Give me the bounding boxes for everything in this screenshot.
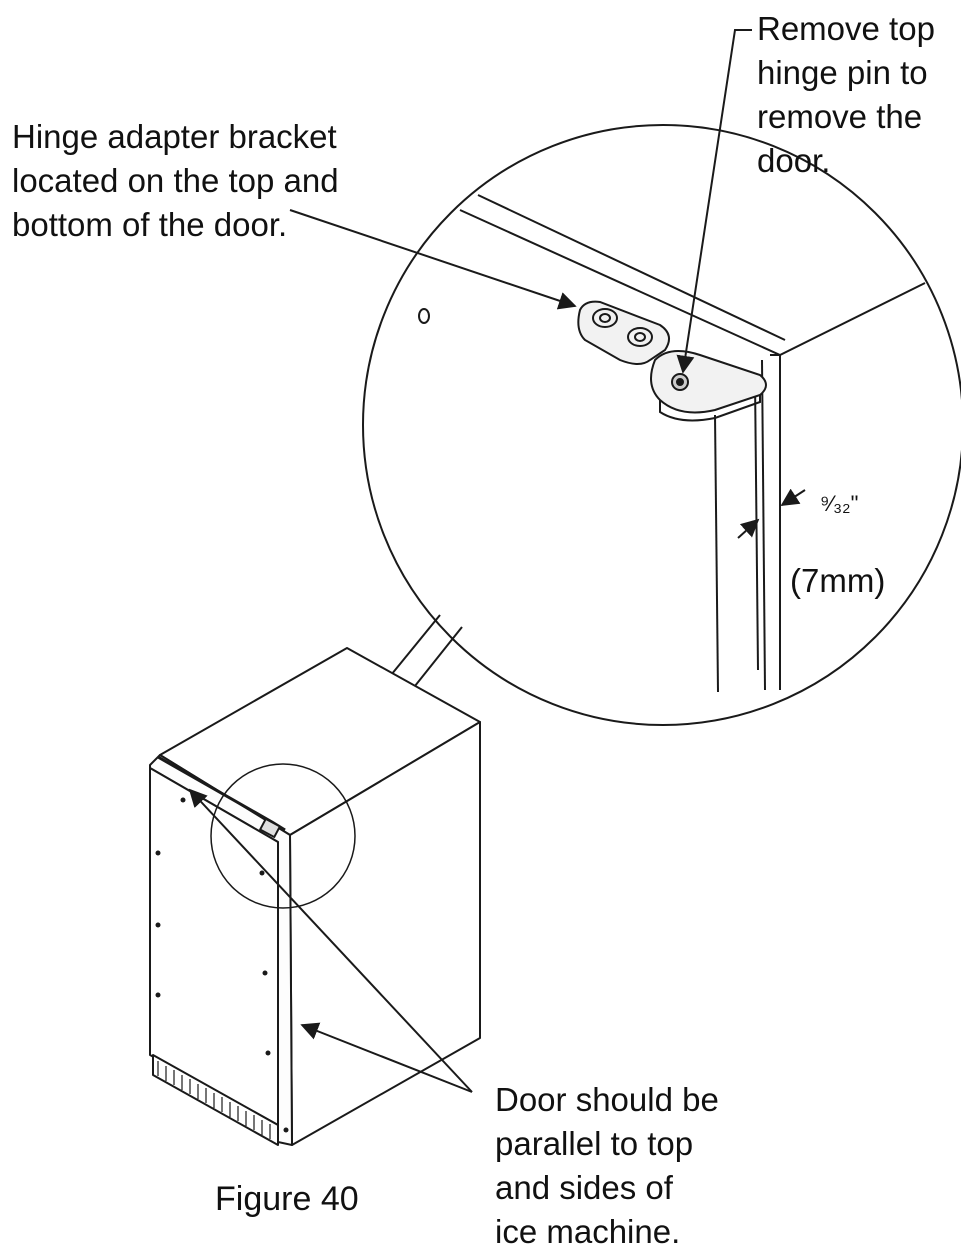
grille <box>152 1054 279 1146</box>
hinge-pin-callout: Remove top hinge pin to remove the door. <box>757 10 935 179</box>
detail-screw-hole <box>418 308 430 324</box>
gap-arrow-right <box>780 488 806 506</box>
ice-machine-cabinet <box>149 647 481 1146</box>
gap-metric: (7mm) <box>790 562 886 599</box>
leader-lines <box>188 29 752 1093</box>
gap-dimension-callout: ⁹⁄₃₂" (7mm) <box>790 447 885 645</box>
hinge-adapter-bracket <box>577 300 670 365</box>
hinge-bracket-callout: Hinge adapter bracket located on the top… <box>12 118 339 243</box>
gap-arrow-left <box>737 518 760 539</box>
detail-circle <box>362 124 961 726</box>
gap-fraction: ⁹⁄₃₂" <box>820 491 859 516</box>
door-parallel-callout: Door should be parallel to top and sides… <box>495 1081 719 1250</box>
detail-door-edge <box>714 414 719 693</box>
figure-label: Figure 40 <box>215 1180 359 1218</box>
detail-locator-circle <box>210 763 356 909</box>
